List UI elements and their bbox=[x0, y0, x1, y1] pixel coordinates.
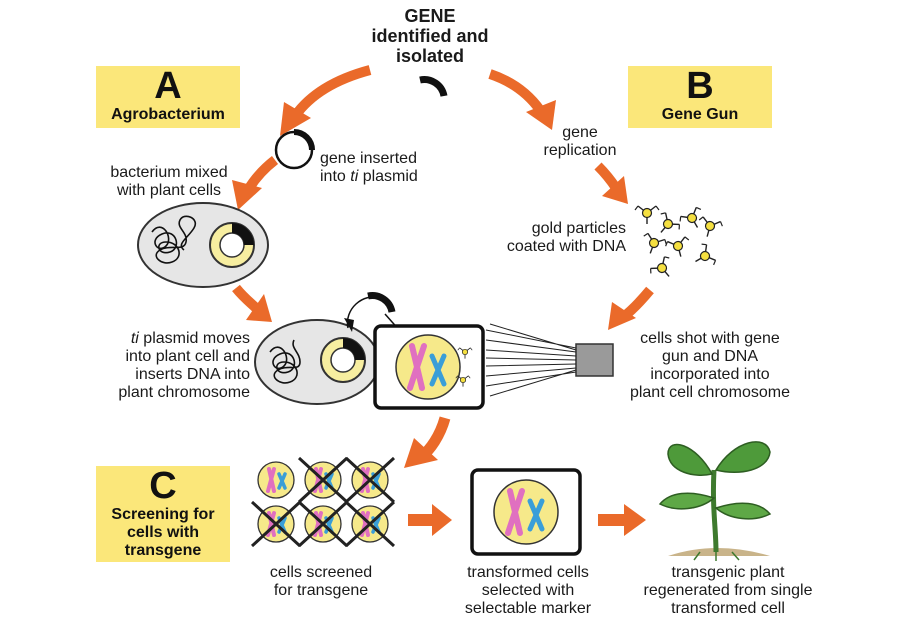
arrow-screen-to-selected bbox=[408, 504, 452, 536]
label-ti-line1: ti plasmid moves bbox=[68, 330, 250, 348]
label-replication-line2: replication bbox=[543, 142, 617, 159]
arrow-gene-to-a bbox=[280, 65, 372, 136]
label-bacterium-line2: with plant cells bbox=[116, 182, 222, 199]
label-transgenic-plant: transgenic plant regenerated from single… bbox=[628, 564, 828, 618]
box-b-label: B Gene Gun bbox=[628, 66, 772, 128]
diagram-title: GENE identified and isolated bbox=[340, 6, 520, 66]
label-italic: ti bbox=[130, 330, 139, 347]
arrow-gold-to-shot bbox=[608, 286, 654, 330]
label-transformed-line1: transformed cells bbox=[467, 564, 589, 581]
label-gene-inserted-line2: into ti plasmid bbox=[320, 168, 418, 186]
label-gold-line2: coated with DNA bbox=[506, 238, 626, 255]
seedling-icon bbox=[658, 441, 772, 561]
label-shot-line4: plant cell chromosome bbox=[629, 384, 791, 401]
box-c-letter: C bbox=[149, 465, 177, 507]
label-replication-line1: gene bbox=[562, 124, 598, 141]
label-bacterium-mixed: bacterium mixed with plant cells bbox=[84, 164, 254, 200]
bacterium-with-plasmid-icon bbox=[254, 319, 380, 405]
label-ti-line2: into plant cell and bbox=[125, 348, 250, 365]
label-gene-inserted: gene inserted into ti plasmid bbox=[320, 150, 418, 186]
arrow-bacterium-to-cell bbox=[232, 284, 272, 322]
box-c-text-2: cells with bbox=[126, 524, 200, 541]
label-text: into bbox=[320, 168, 351, 185]
label-screened-line2: for transgene bbox=[273, 582, 369, 599]
label-gene-replication: gene replication bbox=[520, 124, 640, 160]
box-c-text-1: Screening for bbox=[111, 506, 215, 523]
arrow-replication-to-gold bbox=[594, 162, 628, 204]
box-a-label: A Agrobacterium bbox=[96, 66, 240, 128]
box-a-letter: A bbox=[154, 65, 182, 107]
title-line-1: GENE bbox=[404, 6, 456, 26]
arrow-plasmid-to-bacterium bbox=[232, 156, 279, 210]
label-shot-line2: gun and DNA bbox=[661, 348, 759, 365]
label-gold-particles: gold particles coated with DNA bbox=[480, 220, 626, 256]
box-c-text-3: transgene bbox=[124, 542, 202, 559]
label-ti-line4: plant chromosome bbox=[118, 384, 250, 401]
label-shot-line3: incorporated into bbox=[650, 366, 770, 383]
bacterium-icon bbox=[137, 202, 269, 288]
label-plant-line2: regenerated from single bbox=[643, 582, 813, 599]
gene-fragment-icon bbox=[419, 76, 448, 97]
arrow-cell-to-screen bbox=[404, 416, 451, 468]
label-ti-plasmid-moves: ti plasmid moves into plant cell and ins… bbox=[68, 330, 250, 402]
label-transformed-line2: selected with bbox=[481, 582, 575, 599]
selected-cell-icon bbox=[470, 468, 582, 556]
box-b-text: Gene Gun bbox=[661, 106, 739, 123]
label-cells-shot: cells shot with gene gun and DNA incorpo… bbox=[612, 330, 808, 402]
label-transformed-cells: transformed cells selected with selectab… bbox=[440, 564, 616, 618]
label-ti-line3: inserts DNA into bbox=[135, 366, 250, 383]
box-a-text: Agrobacterium bbox=[111, 106, 225, 123]
label-gene-inserted-line1: gene inserted bbox=[320, 150, 417, 167]
arrow-selected-to-plant bbox=[598, 504, 646, 536]
label-bacterium-line1: bacterium mixed bbox=[110, 164, 228, 181]
plasmid-icon bbox=[274, 129, 315, 170]
label-plant-line3: transformed cell bbox=[671, 600, 785, 617]
label-shot-line1: cells shot with gene bbox=[640, 330, 780, 347]
label-gold-line1: gold particles bbox=[531, 220, 626, 237]
plant-cell-icon bbox=[373, 324, 485, 410]
gene-gun-icon bbox=[485, 323, 614, 397]
arrow-gene-to-b bbox=[488, 69, 556, 130]
label-plant-line1: transgenic plant bbox=[671, 564, 785, 581]
box-b-letter: B bbox=[686, 65, 714, 107]
label-transformed-line3: selectable marker bbox=[464, 600, 592, 617]
label-screened-line1: cells screened bbox=[269, 564, 373, 581]
label-italic: ti bbox=[350, 168, 359, 185]
label-cells-screened: cells screened for transgene bbox=[246, 564, 396, 600]
gold-particles-icon bbox=[634, 205, 725, 285]
title-line-3: isolated bbox=[395, 46, 465, 66]
title-line-2: identified and bbox=[371, 26, 489, 46]
box-c-label: C Screening for cells with transgene bbox=[96, 466, 230, 562]
label-text: plasmid moves bbox=[138, 330, 250, 347]
screened-cells-icon bbox=[256, 460, 390, 544]
label-text: plasmid bbox=[358, 168, 418, 185]
